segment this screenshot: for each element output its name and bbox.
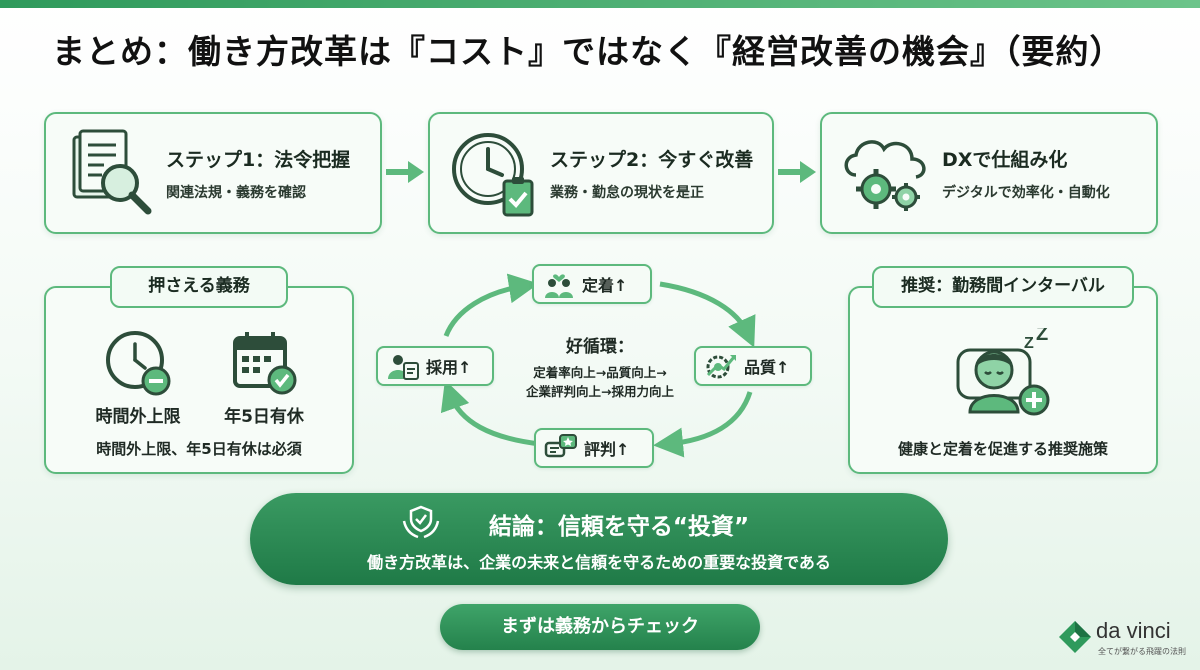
recommendation-card: Z Z 健康と定着を促進する推奨施策 xyxy=(848,286,1158,474)
step-1-subtitle: 関連法規・義務を確認 xyxy=(166,184,306,201)
cycle-node-recruitment-label: 採用↑ xyxy=(426,358,472,377)
page-title: まとめ：働き方改革は『コスト』ではなく『経営改善の機会』（要約） xyxy=(52,32,1124,71)
document-magnifier-icon xyxy=(72,129,152,215)
cycle-node-retention: 定着↑ xyxy=(532,264,652,304)
clock-checklist-icon xyxy=(452,133,534,217)
step-2-title: ステップ2：今すぐ改善 xyxy=(550,148,754,171)
step-card-2: ステップ2：今すぐ改善 業務・勤怠の現状を是正 xyxy=(428,112,774,234)
cycle-node-quality: 品質↑ xyxy=(694,346,812,386)
step-3-title: DXで仕組み化 xyxy=(942,148,1068,171)
davinci-logo-mark-icon xyxy=(1059,621,1091,653)
cycle-center-text: 好循環： 定着率向上→品質向上→ 企業評判向上→採用力向上 xyxy=(500,332,700,401)
cycle-node-reputation-label: 評判↑ xyxy=(584,440,630,459)
clock-minus-icon xyxy=(106,331,171,396)
recommendation-footer: 健康と定着を促進する推奨施策 xyxy=(897,440,1108,458)
recommendation-heading: 推奨：勤務間インターバル xyxy=(872,266,1134,308)
cycle-line-1: 定着率向上→品質向上→ xyxy=(533,365,667,380)
hands-shield-icon xyxy=(402,505,440,539)
cycle-node-reputation: 評判↑ xyxy=(534,428,654,468)
svg-text:Z: Z xyxy=(1036,328,1048,345)
cloud-gears-icon xyxy=(844,140,926,211)
check-obligations-button[interactable]: まずは義務からチェック xyxy=(440,604,760,650)
people-heart-icon xyxy=(545,274,573,298)
cycle-line-2: 企業評判向上→採用力向上 xyxy=(526,384,674,399)
obligations-footer: 時間外上限、年5日有休は必須 xyxy=(96,440,302,458)
arrow-right-icon xyxy=(386,161,424,183)
speech-star-icon xyxy=(544,434,577,458)
obligations-heading: 押さえる義務 xyxy=(110,266,288,308)
conclusion-title: 結論：信頼を守る“投資” xyxy=(488,514,750,540)
obligation-overtime-label: 時間外上限 xyxy=(95,407,181,427)
obligation-overtime: 時間外上限 xyxy=(92,328,184,427)
obligations-card: 時間外上限 年5日有休 時間外上限、年5日有休は必須 xyxy=(44,286,354,474)
cycle-arrows xyxy=(440,273,756,458)
cycle-node-quality-label: 品質↑ xyxy=(744,358,790,377)
cycle-node-recruitment: 採用↑ xyxy=(376,346,494,386)
logo-name: da vinci xyxy=(1096,618,1171,643)
arrow-right-icon xyxy=(778,161,816,183)
step-card-1: ステップ1：法令把握 関連法規・義務を確認 xyxy=(44,112,382,234)
obligation-paid-leave: 年5日有休 xyxy=(214,328,314,427)
cycle-title: 好循環： xyxy=(566,337,634,357)
top-accent-bar xyxy=(0,0,1200,8)
step-1-title: ステップ1：法令把握 xyxy=(166,148,351,171)
id-badge-icon xyxy=(388,355,419,380)
calendar-check-icon xyxy=(233,332,297,395)
step-3-subtitle: デジタルで効率化・自動化 xyxy=(942,184,1110,201)
davinci-logo: da vinci 全てが繋がる飛躍の法則 xyxy=(1058,614,1194,662)
step-card-3: DXで仕組み化 デジタルで効率化・自動化 xyxy=(820,112,1158,234)
conclusion-banner: 結論：信頼を守る“投資” 働き方改革は、企業の未来と信頼を守るための重要な投資で… xyxy=(250,493,948,585)
svg-text:Z: Z xyxy=(1024,335,1034,352)
sleeping-person-plus-icon: Z Z xyxy=(956,328,1050,416)
conclusion-subtitle: 働き方改革は、企業の未来と信頼を守るための重要な投資である xyxy=(367,553,831,572)
cycle-node-retention-label: 定着↑ xyxy=(582,276,628,295)
logo-tagline: 全てが繋がる飛躍の法則 xyxy=(1098,647,1186,656)
step-2-subtitle: 業務・勤怠の現状を是正 xyxy=(550,184,704,201)
gear-chart-icon xyxy=(706,355,736,379)
obligation-paid-leave-label: 年5日有休 xyxy=(224,407,304,427)
